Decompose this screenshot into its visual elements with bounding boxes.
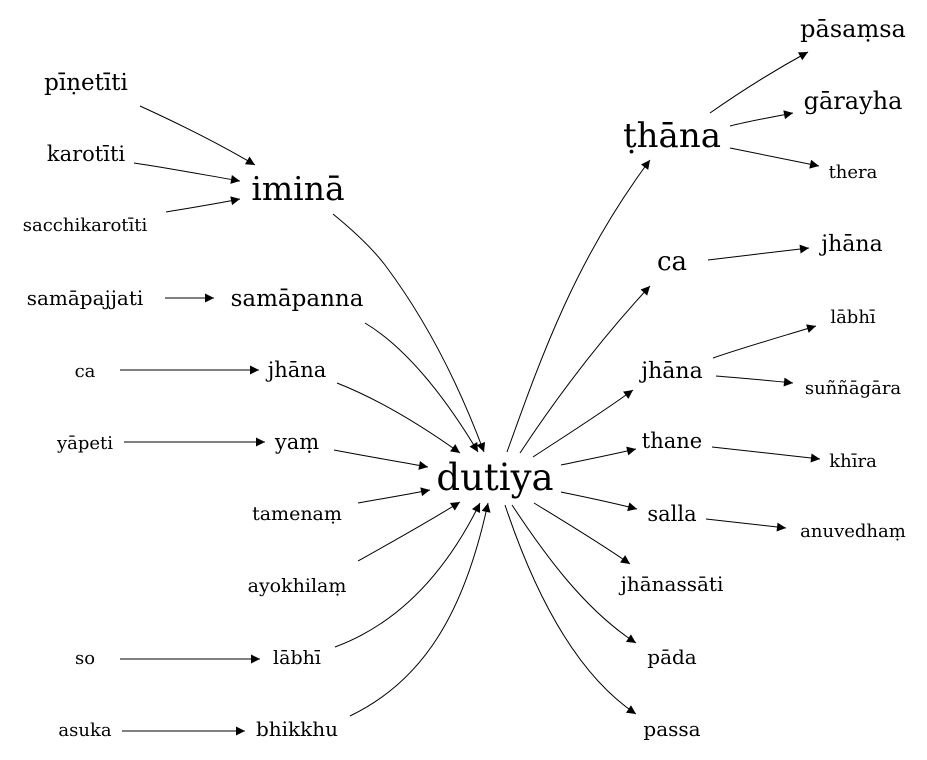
edge-dutiya-jhanassati [533,502,631,565]
node-ayokhilam: ayokhilaṃ [248,575,347,597]
node-dutiya: dutiya [436,456,553,499]
edge-layer [120,51,821,736]
node-tamenam: tamenaṃ [252,503,342,525]
edge-salla-anuvedham [705,518,787,532]
node-thera: thera [829,162,878,183]
edge-pinetiti-imina [139,105,256,166]
edge-bhikkhu-dutiya [349,502,491,717]
node-anuvedham: anuvedhaṃ [800,521,906,542]
edge-dutiya-ca-right [519,285,651,454]
node-yapeti: yāpeti [56,433,113,454]
node-pada: pāda [647,645,697,669]
edge-thane-khira [711,446,821,463]
node-yam: yaṃ [274,430,319,454]
node-layer: pīṇetīti karotīti sacchikarotīti iminā s… [23,15,906,741]
edge-thana-thera [729,147,820,169]
node-jhana-left: jhāna [265,358,327,382]
edge-dutiya-thane [560,446,637,466]
node-labhi-right: lābhī [830,307,876,328]
edge-yam-dutiya [333,449,429,470]
node-pinetiti: pīṇetīti [44,70,128,96]
edge-jhana-right-sunnagara [715,375,794,387]
edge-imina-dutiya [332,213,486,453]
node-jhana-far: jhāna [818,232,882,257]
edge-dutiya-thana [506,159,651,453]
edge-dutiya-pada [511,504,637,644]
node-ca-left: ca [75,361,96,382]
node-bhikkhu: bhikkhu [256,717,338,741]
node-salla: salla [647,502,696,526]
edge-jhana-left-dutiya [336,382,461,454]
node-garayha: gārayha [804,87,903,115]
edge-karotiti-imina [133,162,241,184]
edge-thana-pasamsa [709,51,809,114]
node-thane: thane [642,429,702,453]
node-pasamsa: pāsaṃsa [800,15,906,43]
node-karotiti: karotīti [47,142,126,166]
edge-dutiya-jhana-right [532,389,634,458]
node-sunnagara: suññāgāra [805,378,902,399]
node-samapanna: samāpanna [231,286,364,312]
edge-jhana-right-labhi-right [712,324,817,359]
node-passa: passa [643,717,700,741]
node-thana: ṭhāna [623,116,721,156]
node-imina: iminā [251,169,344,208]
edge-labhi-left-dutiya [334,502,481,648]
node-jhana-right: jhāna [638,359,702,384]
node-sacchikarotiti: sacchikarotīti [23,215,148,236]
edge-tamenam-dutiya [357,487,431,504]
node-samapajjati: samāpajjati [27,286,144,310]
node-labhi-left: lābhī [273,647,321,669]
edge-thana-garayha [729,110,794,127]
edge-ayokhilam-dutiya [357,501,461,562]
node-khira: khīra [829,451,877,472]
node-ca-right: ca [657,247,687,277]
edge-dutiya-passa [504,504,637,715]
node-so: so [75,648,95,669]
edge-dutiya-salla [560,491,638,512]
edge-ca-right-jhana-far [707,244,810,261]
edge-samapanna-dutiya [364,322,479,453]
node-jhanassati: jhānassāti [619,572,724,596]
edge-sacchikarotiti-imina [165,196,241,213]
node-asuka: asuka [58,720,111,741]
